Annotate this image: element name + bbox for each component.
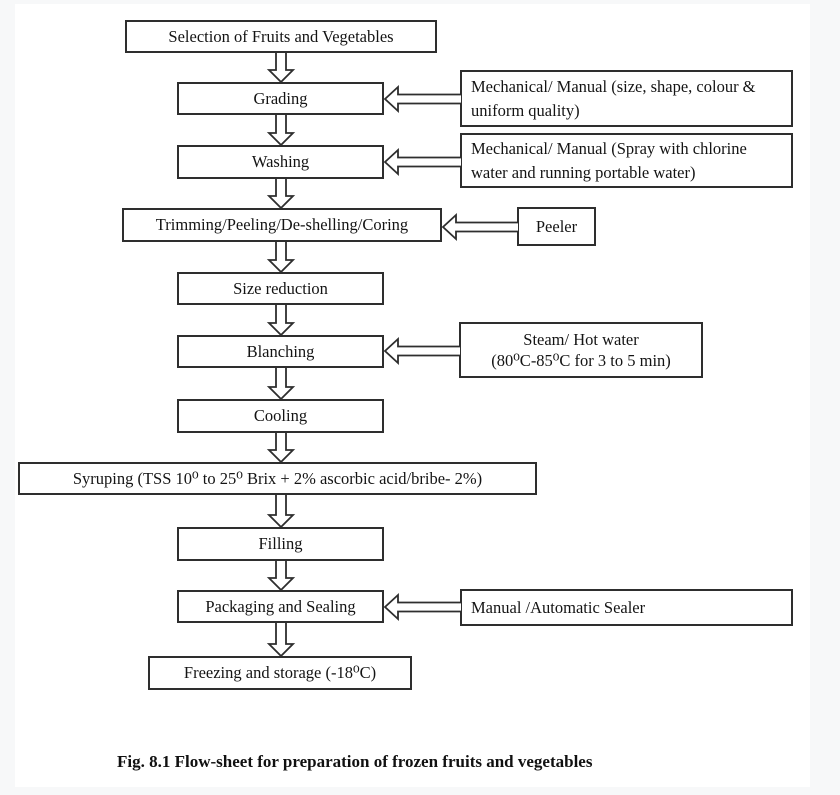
- down-arrow-icon: [266, 179, 296, 210]
- left-arrow-icon: [383, 336, 460, 366]
- annotation-peeler-note: Peeler: [517, 207, 596, 246]
- down-arrow-icon: [266, 242, 296, 274]
- flow-step-freezing: Freezing and storage (-18⁰C): [148, 656, 412, 690]
- flow-step-syruping: Syruping (TSS 10⁰ to 25⁰ Brix + 2% ascor…: [18, 462, 537, 495]
- down-arrow-icon: [266, 623, 296, 658]
- down-arrow-icon: [266, 495, 296, 529]
- down-arrow-icon: [266, 433, 296, 464]
- flow-step-filling: Filling: [177, 527, 384, 561]
- left-arrow-icon: [383, 84, 461, 114]
- flow-step-washing: Washing: [177, 145, 384, 179]
- flow-step-cooling: Cooling: [177, 399, 384, 433]
- flow-step-size-reduction: Size reduction: [177, 272, 384, 305]
- annotation-washing-note: Mechanical/ Manual (Spray with chlorine …: [460, 133, 793, 188]
- down-arrow-icon: [266, 305, 296, 337]
- annotation-blanching-note: Steam/ Hot water (80⁰C-85⁰C for 3 to 5 m…: [459, 322, 703, 378]
- left-arrow-icon: [383, 592, 461, 622]
- down-arrow-icon: [266, 53, 296, 84]
- annotation-blanching-note-line2: (80⁰C-85⁰C for 3 to 5 min): [491, 351, 671, 370]
- figure-caption: Fig. 8.1 Flow-sheet for preparation of f…: [117, 752, 593, 771]
- annotation-sealer-note: Manual /Automatic Sealer: [460, 589, 793, 626]
- down-arrow-icon: [266, 115, 296, 147]
- flow-step-trimming: Trimming/Peeling/De-shelling/Coring: [122, 208, 442, 242]
- flow-step-selection: Selection of Fruits and Vegetables: [125, 20, 437, 53]
- down-arrow-icon: [266, 561, 296, 592]
- down-arrow-icon: [266, 368, 296, 401]
- left-arrow-icon: [441, 212, 518, 242]
- flow-step-packaging: Packaging and Sealing: [177, 590, 384, 623]
- annotation-grading-note: Mechanical/ Manual (size, shape, colour …: [460, 70, 793, 127]
- left-arrow-icon: [383, 147, 461, 177]
- flow-step-grading: Grading: [177, 82, 384, 115]
- annotation-blanching-note-line1: Steam/ Hot water: [523, 329, 639, 349]
- flow-step-blanching: Blanching: [177, 335, 384, 368]
